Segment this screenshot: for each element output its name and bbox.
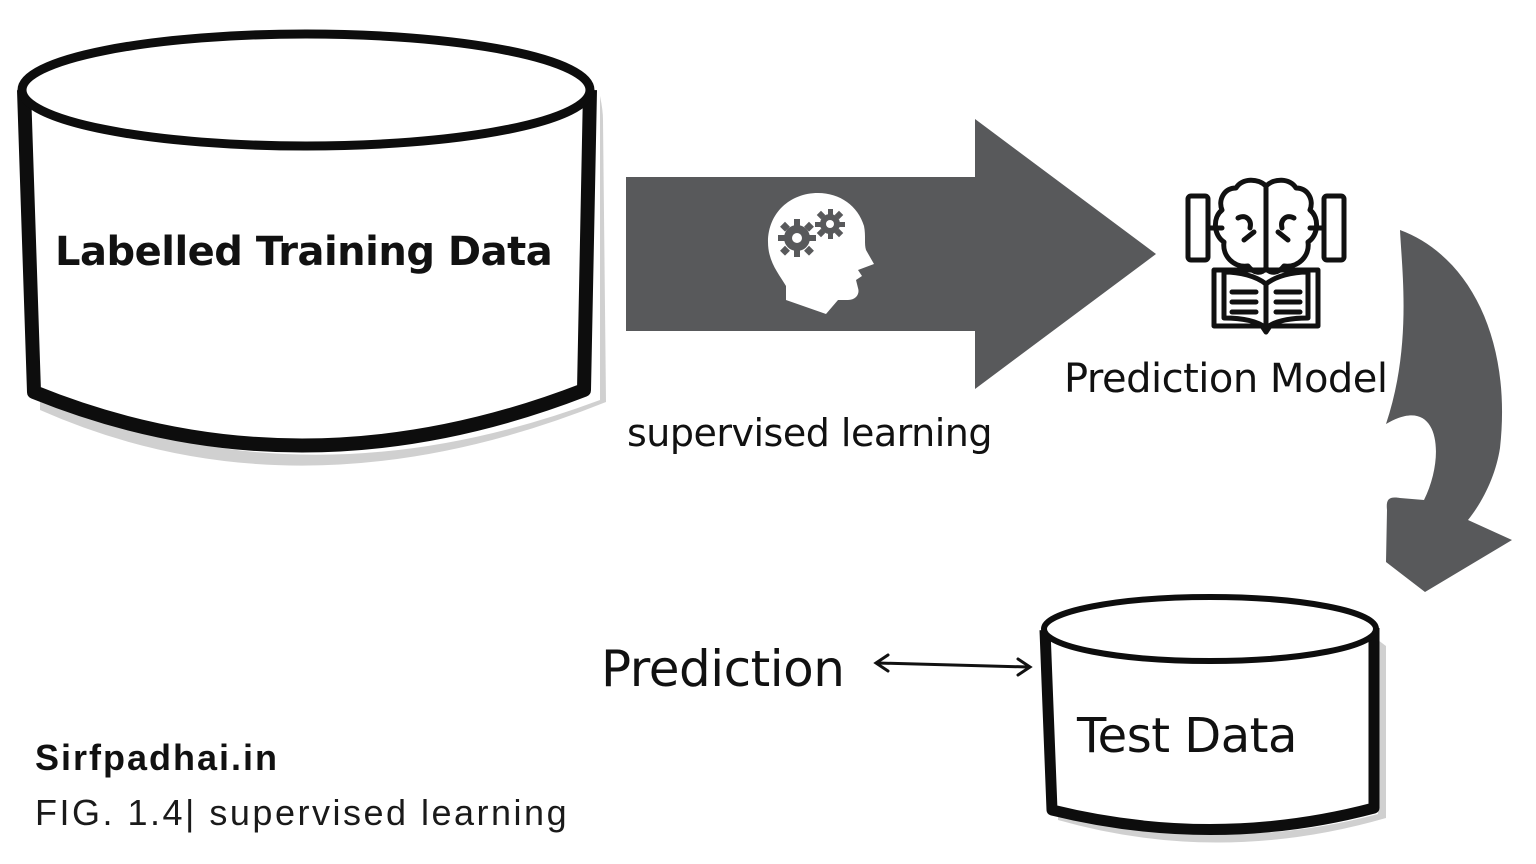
curved-arrow-to-test (1386, 230, 1512, 592)
prediction-label: Prediction (601, 640, 845, 698)
test-data-label: Test Data (1077, 708, 1297, 764)
figure-caption: FIG. 1.4| supervised learning (35, 792, 570, 833)
training-data-label: Labelled Training Data (55, 229, 553, 275)
supervised-learning-arrow (626, 119, 1156, 389)
brain-book-icon (1185, 177, 1347, 335)
test-cylinder-top (1041, 594, 1379, 664)
supervised-learning-label: supervised learning (627, 411, 992, 455)
training-cylinder-body (17, 89, 597, 453)
head-gears-icon (768, 193, 874, 314)
training-cylinder-top (17, 29, 595, 151)
prediction-double-arrow (873, 653, 1033, 677)
test-data-cylinder (1039, 594, 1386, 843)
test-cylinder-body (1039, 628, 1380, 835)
training-cylinder-shadow (40, 96, 606, 466)
prediction-model-label: Prediction Model (1064, 356, 1388, 402)
site-name: Sirfpadhai.in (35, 737, 280, 778)
training-data-cylinder (17, 29, 606, 466)
